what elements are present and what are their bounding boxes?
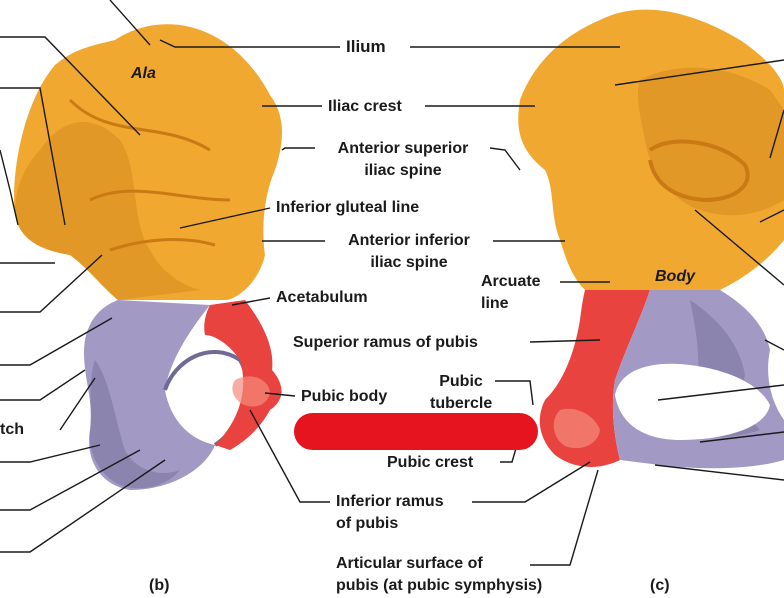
label-asis: Anterior superior iliac spine <box>317 138 489 182</box>
right-auricular-ridge <box>648 139 750 203</box>
left-ischium <box>83 300 215 490</box>
panel-label-b: (b) <box>149 577 170 594</box>
panel-label-c: (c) <box>650 577 670 594</box>
left-ilium-shade <box>14 121 201 301</box>
label-iliac-crest: Iliac crest <box>328 98 402 115</box>
label-inferior-ramus-line1: Inferior ramus <box>336 493 444 510</box>
label-arcuate-line2: line <box>481 295 509 312</box>
left-ilium <box>14 24 282 300</box>
label-tch: tch <box>0 421 24 438</box>
left-pubis <box>204 300 282 450</box>
label-articular-line2: pubis (at pubic symphysis) <box>336 577 543 594</box>
label-pubic-body: Pubic body <box>301 388 388 405</box>
label-ala: Ala <box>131 65 156 82</box>
label-pubic-tubercle: Pubic tubercle <box>430 371 492 415</box>
label-pubic-tubercle-line1: Pubic <box>439 373 483 390</box>
left-hip-bone <box>14 24 282 490</box>
label-articular-line1: Articular surface of <box>336 555 483 572</box>
label-inferior-gluteal-line: Inferior gluteal line <box>276 199 420 216</box>
leader-lines <box>0 0 784 566</box>
label-inferior-ramus-line2: of pubis <box>336 515 399 532</box>
label-asis-line2: iliac spine <box>364 162 442 179</box>
label-body: Body <box>655 268 695 285</box>
label-acetabulum: Acetabulum <box>276 289 368 306</box>
redaction-bar <box>294 413 538 450</box>
label-articular-surface: Articular surface of pubis (at pubic sym… <box>336 553 542 597</box>
left-ischium-shade <box>89 360 180 489</box>
label-aiis: Anterior inferior iliac spine <box>328 230 490 274</box>
label-arcuate-line1: Arcuate <box>481 273 541 290</box>
label-arcuate-line: Arcuate line <box>481 271 541 315</box>
label-aiis-line1: Anterior inferior <box>348 232 470 249</box>
label-asis-line1: Anterior superior <box>337 140 469 157</box>
label-aiis-line2: iliac spine <box>370 254 448 271</box>
label-pubic-tubercle-line2: tubercle <box>430 395 493 412</box>
label-ilium: Ilium <box>346 37 386 56</box>
left-pubis-highlight <box>232 376 270 407</box>
label-pubic-crest: Pubic crest <box>387 454 474 471</box>
left-ala-ridge <box>68 98 231 252</box>
right-hip-bone <box>518 9 784 469</box>
right-obturator-foramen <box>615 363 770 440</box>
right-pubis-highlight <box>553 408 600 449</box>
label-superior-ramus: Superior ramus of pubis <box>293 334 478 351</box>
label-inferior-ramus: Inferior ramus of pubis <box>336 491 444 535</box>
